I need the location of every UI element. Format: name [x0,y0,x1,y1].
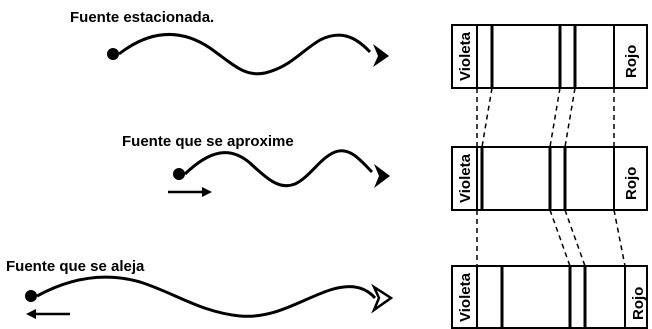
red-label: Rojo [623,167,640,200]
source-dot-approaching [173,168,185,180]
spectrum-box [451,265,648,329]
panel-stationary [107,32,389,76]
violet-label: Violeta [457,31,474,81]
guide-line [564,87,576,148]
panel-receding [25,275,394,319]
alignment-guides [476,87,626,267]
panel-approaching [168,149,390,197]
guide-line [613,209,626,267]
wave-receding [36,275,377,318]
arrowhead-left-icon [26,309,36,319]
observer-arrow-icon [374,164,390,188]
guide-line [549,209,571,267]
red-label: Rojo [623,45,640,78]
wave-approaching [183,149,374,188]
spectrum-receding: Violeta Rojo [451,265,648,329]
spectrum-box [451,24,648,89]
source-dot-receding [25,290,37,302]
red-label: Rojo [630,287,647,320]
guide-line [549,87,561,148]
source-dot-stationary [107,48,119,60]
violet-label: Violeta [457,272,474,322]
spectrum-stationary: Violeta Rojo [451,24,648,89]
violet-label: Violeta [457,153,474,203]
guide-line [564,209,586,267]
observer-arrow-icon [371,283,394,314]
caption-stationary-source: Fuente estacionada. [70,9,215,26]
caption-receding-source: Fuente que se aleja [6,258,145,275]
observer-arrow-icon [373,44,389,67]
wave-stationary [118,32,372,76]
arrowhead-right-icon [202,187,212,197]
spectrum-approaching: Violeta Rojo [451,146,648,211]
caption-approaching-source: Fuente que se aproxime [122,133,294,150]
guide-line [481,87,493,148]
